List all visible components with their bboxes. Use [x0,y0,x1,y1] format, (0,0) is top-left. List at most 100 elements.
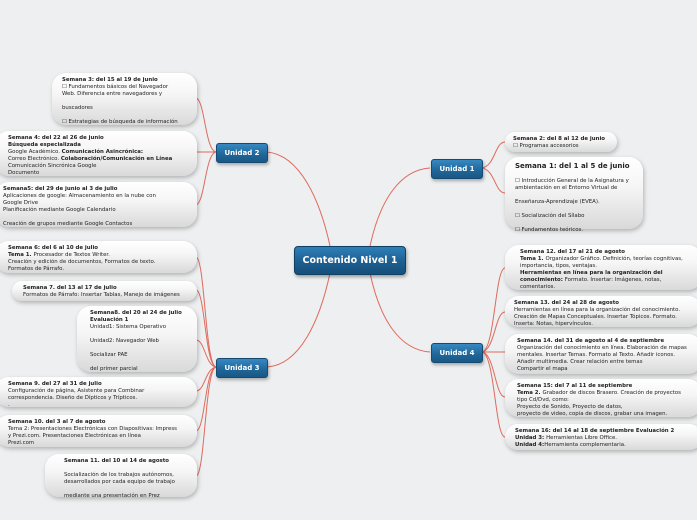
topic-text: Herramienta complementaria. [544,442,626,448]
topic-text: Grabador de discos Brasero. Creación de … [542,390,681,396]
topic-line: Configuración de página, Asistente para … [8,388,145,394]
central-topic-label: Contenido Nivel 1 [302,255,398,266]
topic-semana-16[interactable]: Semana 16: del 14 al 18 de septiembre Ev… [505,424,697,450]
topic-line: ☐ Estrategias de búsqueda de información [62,119,178,125]
topic-line: ☐ Socialización del Sílabo [515,213,585,219]
topic-line: Creación y edición de documentos, Format… [8,259,156,265]
topic-line: Unidad2: Navegador Web [90,338,159,344]
topic-semana-7[interactable]: Semana 7. del 13 al 17 de julio Formatos… [12,281,197,301]
topic-line: Proyecto de Sonido, Proyecto de datos, [517,404,623,410]
topic-text: Herramientas Libre Office. [546,435,618,441]
topic-title: Semana 12. del 17 al 21 de agosto [520,249,626,255]
topic-title: Semana 7. del 13 al 17 de julio [23,285,117,291]
topic-title: Semana8. del 20 al 24 de julio [90,310,182,316]
topic-text: Tema 1. [520,256,546,262]
unit-node-2[interactable]: Unidad 2 [216,143,268,163]
topic-line: correspondencia. Diseño de Dípticos y Tr… [8,395,138,401]
topic-line: Creación de Mapas Conceptuales. Insertar… [514,314,677,320]
topic-semana-13[interactable]: Semana 13. del 24 al 28 de agosto Herram… [505,296,697,327]
topic-text: Google Académico. [8,149,62,155]
unit-node-1[interactable]: Unidad 1 [431,159,483,179]
topic-line: del primer parcial [90,366,138,372]
topic-title: Semana5: del 29 de junio al 3 de julio [3,186,118,192]
topic-line: buscadores [62,105,93,111]
topic-line: y Prezi.com. Presentaciones Electrónicas… [8,433,141,439]
topic-semana-1[interactable]: Semana 1: del 1 al 5 de junio ☐ Introduc… [505,157,643,233]
topic-title: Semana 4: del 22 al 26 de junio [8,135,104,141]
topic-title: Semana 10. del 3 al 7 de agosto [8,419,106,425]
topic-title: Semana 1: del 1 al 5 de junio [515,162,630,170]
topic-text: Correo Electrónico. [8,156,61,162]
topic-text: Comunicación Asincrónica: [61,149,144,155]
topic-text: Tema 2. [517,390,543,396]
topic-line: Enseñanza-Aprendizaje (EVEA). [515,199,600,205]
topic-text: conocimiento: [520,277,565,283]
topic-line: Aplicaciones de google: Almacenamiento e… [3,193,156,199]
topic-text: Tema 1. [8,252,34,258]
topic-line: Formatos de Párrafo. [8,266,65,272]
topic-semana-3[interactable]: Semana 3: del 15 al 19 de junio ☐ Fundam… [52,73,197,125]
topic-line: ambientación en el Entorno Virtual de [515,185,618,191]
topic-line: Evaluación 1 [90,317,129,323]
topic-line: Tema 2: Presentaciones Electrónicas con … [8,426,177,432]
topic-semana-10[interactable]: Semana 10. del 3 al 7 de agosto Tema 2: … [0,415,197,447]
topic-line: Añadir multimedia. Crear relación entre … [517,359,643,365]
topic-semana-15[interactable]: Semana 15: del 7 al 11 de septiembre Tem… [505,379,697,417]
topic-text: Procesador de Textos Writer. [33,252,110,258]
topic-line: ☐ Fundamentos teóricos. [515,227,584,233]
topic-text: Formato. Insertar: Imágenes, notas, [564,277,662,283]
topic-title: Semana 14. del 31 de agosto al 4 de sept… [517,338,665,344]
topic-line: mentales. Insertar Temas. Formato al Tex… [517,352,675,358]
topic-line: Creación de grupos mediante Google Conta… [3,221,133,227]
topic-semana-12[interactable]: Semana 12. del 17 al 21 de agosto Tema 1… [505,245,697,290]
topic-text: Colaboración/Comunicación en Línea [60,156,173,162]
topic-line: Prezi.com [8,440,35,446]
unit-label: Unidad 1 [439,165,475,173]
unit-node-4[interactable]: Unidad 4 [431,343,483,363]
topic-semana-11[interactable]: Semana 11. del 10 al 14 de agosto Social… [45,454,197,499]
unit-label: Unidad 3 [224,364,260,372]
topic-line: Planificación mediante Google Calendario [3,207,116,213]
topic-line: Socializar PAE [90,352,128,358]
topic-title: Semana 3: del 15 al 19 de junio [62,77,158,83]
topic-line: Herramientas en línea para la organizaci… [514,307,681,313]
topic-semana-5[interactable]: Semana5: del 29 de junio al 3 de julio A… [0,182,197,227]
topic-line: importancia, tipos, ventajas. [520,263,597,269]
topic-line: proyecto de video, copia de discos, grab… [517,411,668,417]
topic-line: Compartir el mapa [517,366,568,372]
topic-line: ☐ Fundamentos básicos del Navegador [62,84,169,90]
topic-line: Google Drive [3,200,39,206]
topic-line: Organización del conocimiento en línea. … [517,345,687,351]
topic-semana-9[interactable]: Semana 9. del 27 al 31 de julio Configur… [0,377,197,408]
topic-line: ☐ Introducción General de la Asignatura … [515,178,629,184]
topic-line: Documento [8,170,40,176]
topic-line: desarrollados por cada equipo de trabajo [64,479,175,485]
unit-label: Unidad 4 [439,349,475,357]
topic-line: Búsqueda especializada [8,142,81,148]
topic-title: Semana 11. del 10 al 14 de agosto [64,458,170,464]
central-topic[interactable]: Contenido Nivel 1 [294,246,406,275]
topic-semana-4[interactable]: Semana 4: del 22 al 26 de junio Búsqueda… [0,131,197,176]
topic-line: mediante una presentación en Prez [64,493,160,499]
topic-title: Semana 15: del 7 al 11 de septiembre [517,383,633,389]
topic-semana-8[interactable]: Semana8. del 20 al 24 de julio Evaluació… [77,306,197,372]
topic-line: ☐ Programas accesorios [513,143,579,149]
unit-node-3[interactable]: Unidad 3 [216,358,268,378]
topic-semana-6[interactable]: Semana 6: del 6 al 10 de julio Tema 1. P… [0,241,197,273]
topic-semana-14[interactable]: Semana 14. del 31 de agosto al 4 de sept… [505,334,697,374]
topic-line: comentarios. [520,284,556,290]
topic-line: Formatos de Párrafo: Insertar Tablas, Ma… [23,292,180,298]
topic-text: Organizador Gráfico. Definición, teorías… [545,256,683,262]
topic-title: Semana 6: del 6 al 10 de julio [8,245,99,251]
topic-line: Web. Diferencia entre navegadores y [62,91,163,97]
topic-line: Inserta: Notas, hipervínculos. [514,321,593,327]
topic-text: Unidad 4: [515,442,545,448]
topic-line: Herramientas en línea para la organizaci… [520,270,663,276]
topic-semana-2[interactable]: Semana 2: del 8 al 12 de junio ☐ Program… [505,132,617,152]
topic-line: Comunicación Sincrónica Google [8,163,97,169]
topic-title: Semana 2: del 8 al 12 de junio [513,136,606,142]
topic-line: Socialización de los trabajos autónomos, [64,472,174,478]
topic-title: Semana 13. del 24 al 28 de agosto [514,300,620,306]
unit-label: Unidad 2 [224,149,260,157]
